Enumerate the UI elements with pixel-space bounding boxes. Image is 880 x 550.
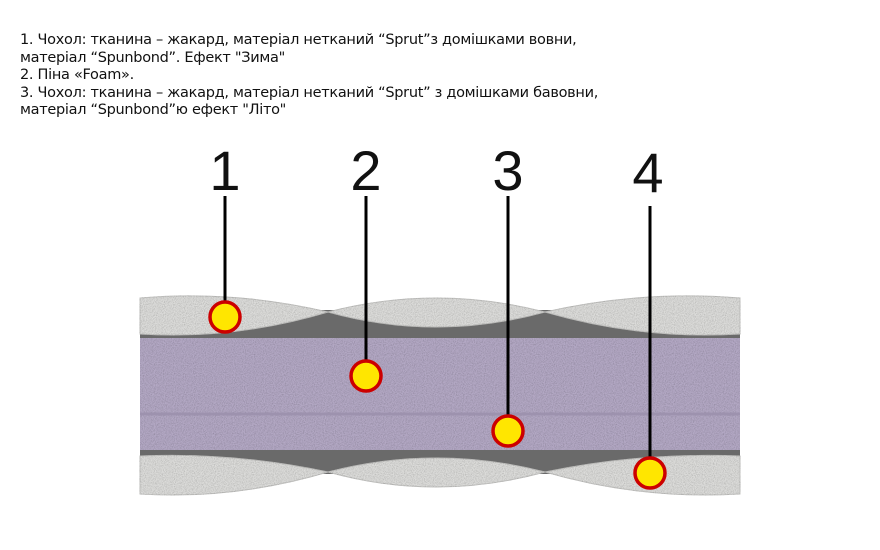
marker-dot-1	[208, 300, 242, 334]
marker-4: 4	[632, 141, 667, 490]
legend: 1. Чохол: тканина – жакард, матеріал нет…	[20, 32, 598, 120]
marker-label-4: 4	[632, 141, 663, 204]
marker-label-2: 2	[350, 139, 381, 202]
marker-2: 2	[349, 139, 383, 393]
marker-dot-3	[491, 414, 525, 448]
marker-label-1: 1	[209, 139, 240, 202]
top-cover-layer	[139, 295, 741, 336]
legend-line-3: 2. Піна «Foam».	[20, 67, 134, 84]
marker-label-3: 3	[492, 139, 523, 202]
marker-dot-4	[633, 456, 667, 490]
legend-line-1: 1. Чохол: тканина – жакард, матеріал нет…	[20, 32, 577, 48]
legend-line-4: 3. Чохол: тканина – жакард, матеріал нет…	[20, 84, 599, 101]
marker-3: 3	[491, 139, 525, 448]
marker-1: 1	[208, 139, 242, 334]
legend-line-2: матеріал “Spunbond”. Ефект "Зима"	[20, 49, 285, 66]
foam-layer	[140, 338, 740, 450]
legend-line-5: матеріал “Spunbond”ю ефект "Літо"	[20, 102, 287, 119]
marker-dot-2	[349, 359, 383, 393]
